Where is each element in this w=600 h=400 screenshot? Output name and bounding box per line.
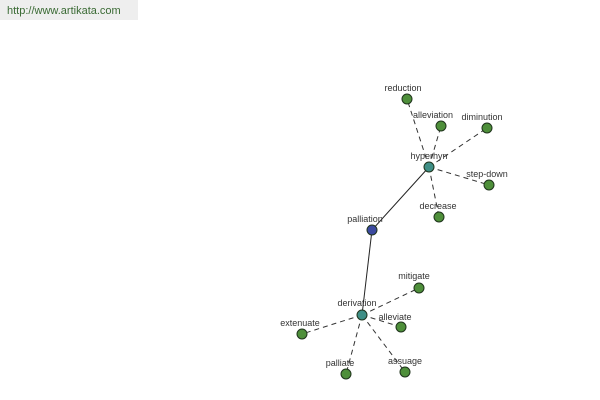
edge-derivation-palliate [345, 314, 363, 375]
node-label-hyperhyn[interactable]: hyperhyn [410, 151, 447, 161]
node-hyperhyn[interactable] [423, 161, 435, 173]
node-assuage[interactable] [399, 366, 411, 378]
labels-layer: palliation hyperhyn derivation reduction all… [280, 83, 508, 368]
edge-derivation-alleviate [361, 314, 402, 328]
edges-layer [301, 98, 490, 375]
node-label-extenuate[interactable]: extenuate [280, 318, 320, 328]
edge-derivation-mitigate [361, 287, 420, 316]
node-label-palliation[interactable]: palliation [347, 214, 383, 224]
node-mitigate[interactable] [413, 282, 425, 294]
node-palliate[interactable] [340, 368, 352, 380]
node-decrease[interactable] [433, 211, 445, 223]
edge-hyperhyn-reduction [406, 98, 430, 168]
edge-hyperhyn-step-down [428, 166, 490, 186]
nodes-layer [296, 93, 495, 380]
node-label-reduction[interactable]: reduction [384, 83, 421, 93]
edge-hyperhyn-alleviation [428, 125, 442, 168]
edge-hyperhyn-diminution [428, 127, 488, 168]
node-label-alleviation[interactable]: alleviation [413, 110, 453, 120]
node-palliation[interactable] [366, 224, 378, 236]
node-diminution[interactable] [481, 122, 493, 134]
node-alleviate[interactable] [395, 321, 407, 333]
node-label-alleviate[interactable]: alleviate [378, 312, 411, 322]
node-reduction[interactable] [401, 93, 413, 105]
edge-palliation-derivation [361, 229, 373, 316]
node-label-mitigate[interactable]: mitigate [398, 271, 430, 281]
node-label-diminution[interactable]: diminution [461, 112, 502, 122]
node-label-assuage[interactable]: assuage [388, 356, 422, 366]
edge-palliation-hyperhyn [371, 166, 430, 231]
node-label-decrease[interactable]: decrease [419, 201, 456, 211]
node-step-down[interactable] [483, 179, 495, 191]
edge-derivation-extenuate [301, 314, 363, 335]
site-url-link[interactable]: http://www.artikata.com [0, 0, 138, 20]
edge-derivation-assuage [361, 314, 406, 373]
node-label-palliate[interactable]: palliate [326, 358, 355, 368]
node-alleviation[interactable] [435, 120, 447, 132]
node-derivation[interactable] [356, 309, 368, 321]
node-label-derivation[interactable]: derivation [337, 298, 376, 308]
node-label-step-down[interactable]: step-down [466, 169, 508, 179]
node-extenuate[interactable] [296, 328, 308, 340]
